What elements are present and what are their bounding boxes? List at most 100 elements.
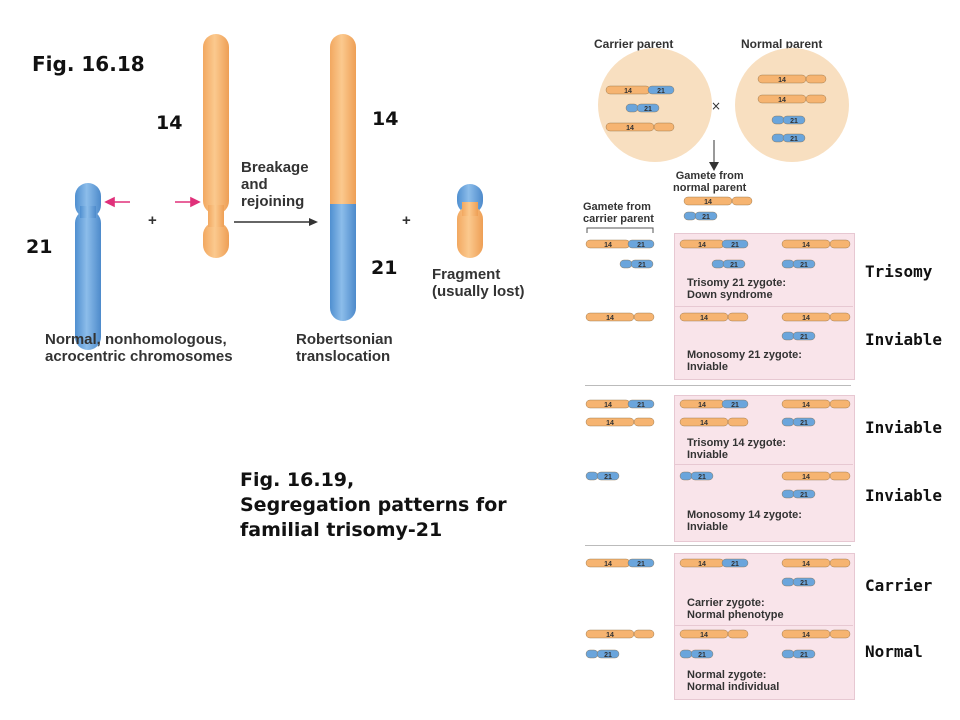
svg-text:21: 21 xyxy=(800,262,808,269)
section-divider xyxy=(585,545,851,546)
chromosome-glyph-21: 21 xyxy=(585,649,620,659)
svg-text:14: 14 xyxy=(604,561,612,568)
chromosome-glyph-t: 14 21 xyxy=(679,558,749,568)
fig-16-19-caption: Fig. 16.19, Segregation patterns for fam… xyxy=(240,468,507,543)
chromosome-glyph-21: 21 xyxy=(625,103,660,113)
svg-text:21: 21 xyxy=(637,242,645,249)
chromosome-glyph-14: 14 xyxy=(679,312,749,322)
chromosome-glyph-14: 14 xyxy=(757,74,827,84)
outcome-label: Inviable xyxy=(865,486,943,505)
plus-sign-1: + xyxy=(148,212,157,229)
svg-text:14: 14 xyxy=(604,402,612,409)
svg-text:21: 21 xyxy=(800,492,808,499)
chromosome-glyph-14: 14 xyxy=(781,312,851,322)
chromosome-glyph-14: 14 xyxy=(781,558,851,568)
svg-text:21: 21 xyxy=(604,652,612,659)
chromosome-glyph-14: 14 xyxy=(679,417,749,427)
chromosome-glyph-14: 14 xyxy=(585,417,655,427)
svg-text:21: 21 xyxy=(644,106,652,113)
label-21-left: 21 xyxy=(26,236,53,258)
zygote-caption: Trisomy 21 zygote: Down syndrome xyxy=(687,277,787,301)
chromosome-glyph-21: 21 xyxy=(679,649,714,659)
chromosome-glyph-21: 21 xyxy=(771,115,806,125)
arrow-down xyxy=(709,162,719,171)
svg-text:21: 21 xyxy=(637,402,645,409)
svg-text:14: 14 xyxy=(778,97,786,104)
svg-text:14: 14 xyxy=(802,474,810,481)
chromosome-glyph-14: 14 xyxy=(781,629,851,639)
chromosome-glyph-14: 14 xyxy=(605,122,675,132)
chromosome-14-normal xyxy=(203,34,229,258)
svg-text:14: 14 xyxy=(704,199,712,206)
svg-text:14: 14 xyxy=(802,632,810,639)
fig-16-18-title: Fig. 16.18 xyxy=(32,52,145,76)
chromosome-glyph-t: 14 21 xyxy=(585,558,655,568)
carrier-parent-label: Carrier parent xyxy=(594,37,674,51)
chromosome-glyph-21: 21 xyxy=(781,577,816,587)
outcome-label: Trisomy xyxy=(865,262,933,281)
chromosome-glyph-14: 14 xyxy=(585,312,655,322)
chromosome-glyph-21: 21 xyxy=(781,417,816,427)
svg-text:21: 21 xyxy=(702,214,710,221)
svg-text:14: 14 xyxy=(624,88,632,95)
svg-text:21: 21 xyxy=(657,88,665,95)
outcome-label: Normal xyxy=(865,642,923,661)
normal-parent-label: Normal parent xyxy=(741,37,823,51)
chromosome-glyph-14: 14 xyxy=(757,94,827,104)
chromosome-glyph-14: 14 xyxy=(585,629,655,639)
svg-text:21: 21 xyxy=(604,474,612,481)
outcome-label: Inviable xyxy=(865,330,943,349)
zygote-caption: Carrier zygote: Normal phenotype xyxy=(687,597,784,621)
chromosome-glyph-t: 14 21 xyxy=(605,85,675,95)
svg-text:14: 14 xyxy=(604,242,612,249)
svg-text:14: 14 xyxy=(700,632,708,639)
svg-text:21: 21 xyxy=(731,242,739,249)
chromosome-glyph-t: 14 21 xyxy=(585,239,655,249)
svg-text:14: 14 xyxy=(700,420,708,427)
row-divider xyxy=(674,464,853,465)
chromosome-glyph-21: 21 xyxy=(781,331,816,341)
svg-text:21: 21 xyxy=(800,334,808,341)
svg-text:14: 14 xyxy=(700,315,708,322)
zygote-box-3 xyxy=(674,553,855,700)
chromosome-glyph-14: 14 xyxy=(679,629,749,639)
breakage-label: Breakage and rejoining xyxy=(241,159,309,210)
chromosome-glyph-21: 21 xyxy=(781,649,816,659)
label-21-right: 21 xyxy=(371,257,398,279)
caption-line-1: Fig. 16.19, xyxy=(240,469,355,491)
zygote-caption: Monosomy 14 zygote: Inviable xyxy=(687,509,802,533)
svg-text:21: 21 xyxy=(730,262,738,269)
outcome-label: Inviable xyxy=(865,418,943,437)
zygote-caption: Trisomy 14 zygote: Inviable xyxy=(687,437,787,461)
chromosome-glyph-14: 14 xyxy=(683,196,753,206)
chromosome-21-normal xyxy=(75,183,101,350)
chromosome-glyph-21: 21 xyxy=(585,471,620,481)
label-14-left: 14 xyxy=(156,112,183,134)
svg-text:21: 21 xyxy=(790,118,798,125)
pink-arrows xyxy=(104,196,201,208)
chromosome-glyph-21: 21 xyxy=(679,471,714,481)
svg-text:21: 21 xyxy=(800,420,808,427)
svg-text:14: 14 xyxy=(606,632,614,639)
chromosome-glyph-21: 21 xyxy=(683,211,718,221)
svg-text:21: 21 xyxy=(637,561,645,568)
gamete-normal-label: Gamete from normal parent xyxy=(673,170,747,194)
svg-text:21: 21 xyxy=(698,474,706,481)
outcome-label: Carrier xyxy=(865,576,933,595)
plus-sign-2: + xyxy=(402,212,411,229)
chromosome-glyph-14: 14 xyxy=(781,399,851,409)
svg-text:14: 14 xyxy=(698,402,706,409)
svg-text:21: 21 xyxy=(731,561,739,568)
svg-text:×: × xyxy=(711,99,721,113)
chromosome-glyph-t: 14 21 xyxy=(585,399,655,409)
svg-text:14: 14 xyxy=(606,315,614,322)
svg-text:14: 14 xyxy=(802,561,810,568)
chromosome-glyph-14: 14 xyxy=(781,471,851,481)
svg-text:14: 14 xyxy=(698,561,706,568)
zygote-caption: Monosomy 21 zygote: Inviable xyxy=(687,349,802,373)
gamete-carrier-label: Gamete from carrier parent xyxy=(583,201,654,225)
caption-line-3: familial trisomy-21 xyxy=(240,519,443,541)
normal-chromosomes-caption: Normal, nonhomologous, acrocentric chrom… xyxy=(45,331,233,365)
